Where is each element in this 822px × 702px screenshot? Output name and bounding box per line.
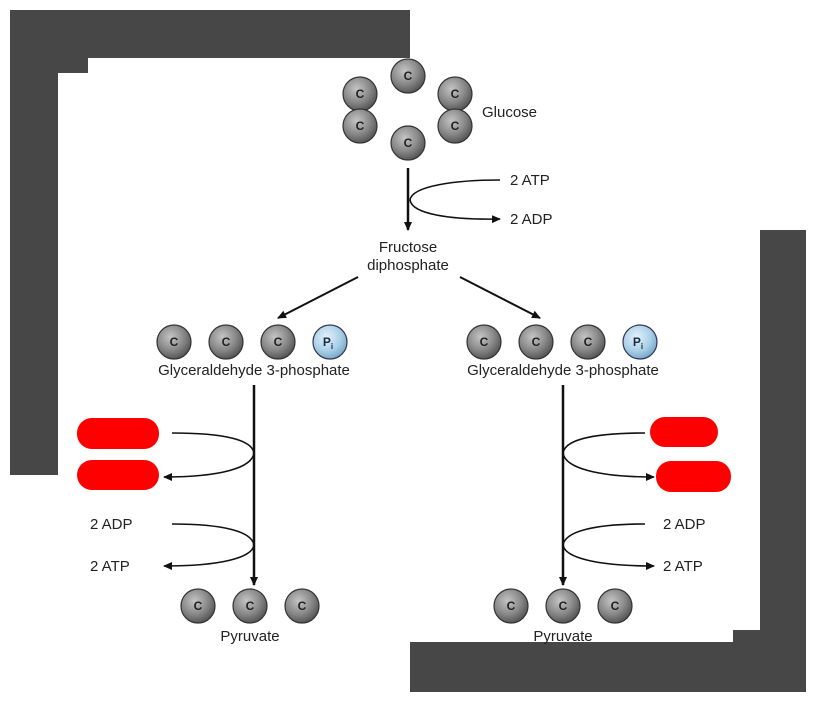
svg-text:C: C [404, 136, 413, 150]
carbon-atom: C [208, 324, 244, 360]
carbon-atom: C [390, 125, 426, 161]
left-adp-label: 2 ADP [90, 516, 133, 533]
svg-text:C: C [246, 599, 255, 613]
carbon-atom: C [232, 588, 268, 624]
redaction-block [650, 417, 718, 447]
carbon-atom: C [342, 108, 378, 144]
carbon-atom: C [260, 324, 296, 360]
pyruvate-right-molecule: C C C [493, 588, 633, 624]
carbon-atom: C [493, 588, 529, 624]
g3p-right-molecule: C C C Pi [466, 324, 658, 360]
svg-text:C: C [222, 335, 231, 349]
svg-text:C: C [480, 335, 489, 349]
phosphate-atom: Pi [622, 324, 658, 360]
svg-text:C: C [356, 87, 365, 101]
right-atp-label: 2 ATP [663, 558, 703, 575]
g3p-left-label: Glyceraldehyde 3-phosphate [158, 362, 350, 379]
carbon-atom: C [466, 324, 502, 360]
carbon-atom: C [597, 588, 633, 624]
phosphate-atom: Pi [312, 324, 348, 360]
glucose-label: Glucose [482, 104, 537, 121]
split-arrow-left [277, 276, 359, 319]
top-adp-label: 2 ADP [510, 211, 553, 228]
carbon-atom: C [284, 588, 320, 624]
svg-text:C: C [274, 335, 283, 349]
svg-text:C: C [404, 69, 413, 83]
svg-text:Pi: Pi [633, 335, 643, 351]
glucose-ring: C C C C C C [342, 58, 473, 161]
svg-text:C: C [194, 599, 203, 613]
carbon-atom: C [342, 76, 378, 112]
redaction-block [77, 460, 159, 490]
svg-text:C: C [559, 599, 568, 613]
svg-text:C: C [532, 335, 541, 349]
left-redox-loop [163, 432, 255, 481]
carbon-atom: C [570, 324, 606, 360]
g3p-left-molecule: C C C Pi [156, 324, 348, 360]
carbon-atom: C [437, 76, 473, 112]
carbon-atom: C [518, 324, 554, 360]
svg-text:C: C [356, 119, 365, 133]
redaction-block [656, 461, 731, 492]
left-atp-label: 2 ATP [90, 558, 130, 575]
pyruvate-left-label: Pyruvate [220, 628, 279, 645]
pyruvate-left-molecule: C C C [180, 588, 320, 624]
svg-text:C: C [170, 335, 179, 349]
carbon-atom: C [156, 324, 192, 360]
carbon-atom: C [180, 588, 216, 624]
svg-text:C: C [451, 119, 460, 133]
g3p-right-label: Glyceraldehyde 3-phosphate [467, 362, 659, 379]
svg-text:C: C [507, 599, 516, 613]
pyruvate-right-label: Pyruvate [533, 628, 592, 645]
atp-consumption-loop [409, 179, 501, 224]
svg-text:C: C [611, 599, 620, 613]
fructose-label-line2: diphosphate [367, 257, 449, 274]
right-adp-label: 2 ADP [663, 516, 706, 533]
redaction-block [77, 418, 159, 449]
svg-text:C: C [584, 335, 593, 349]
svg-text:Pi: Pi [323, 335, 333, 351]
carbon-atom: C [437, 108, 473, 144]
carbon-atom: C [390, 58, 426, 94]
frame-top-left [10, 10, 410, 475]
top-atp-label: 2 ATP [510, 172, 550, 189]
svg-text:C: C [298, 599, 307, 613]
svg-text:C: C [451, 87, 460, 101]
split-arrow-right [459, 276, 541, 319]
fructose-label-line1: Fructose [379, 239, 437, 256]
right-redox-loop [562, 432, 655, 481]
right-atp-loop [562, 523, 655, 570]
frame-bottom-right [410, 230, 806, 692]
left-atp-loop [163, 523, 255, 570]
carbon-atom: C [545, 588, 581, 624]
